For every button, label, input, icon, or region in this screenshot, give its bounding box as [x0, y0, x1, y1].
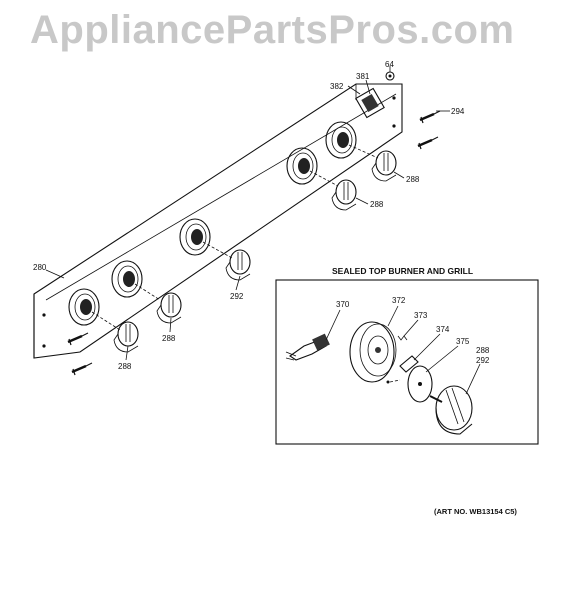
spring-clip: [397, 335, 408, 341]
burner-bezel-ring: [349, 321, 397, 383]
callout-372: 372: [392, 296, 406, 305]
large-control-knob: [429, 385, 473, 435]
knob-bezel-ring: [111, 260, 143, 298]
nameplate-badge: [355, 87, 385, 119]
callout-375: 375: [456, 337, 470, 346]
control-panel: [33, 83, 403, 359]
knob-bezel-ring: [286, 147, 318, 185]
callout-382: 382: [330, 82, 344, 91]
leader-lines: [45, 66, 450, 361]
knob-bezel-ring: [325, 121, 357, 159]
callout-280: 280: [33, 263, 47, 272]
callout-294: 294: [451, 107, 465, 116]
panel-screw: [418, 109, 442, 125]
control-knob: [225, 249, 251, 281]
callout-292-b: 292: [476, 356, 490, 365]
callout-292-a: 292: [230, 292, 244, 301]
callout-288-c: 288: [162, 334, 176, 343]
callout-288-b: 288: [370, 200, 384, 209]
callout-370: 370: [336, 300, 350, 309]
panel-screw: [70, 361, 94, 377]
callout-381: 381: [356, 72, 370, 81]
shaft-guide-lines: [91, 144, 379, 331]
art-number: (ART NO. WB13154 C5): [434, 507, 517, 516]
control-knob: [371, 150, 397, 182]
control-knob: [331, 179, 357, 211]
panel-screw: [416, 135, 440, 151]
callout-373: 373: [414, 311, 428, 320]
callout-288-a: 288: [406, 175, 420, 184]
inset-sealed-top-burner: SEALED TOP BURNER AND GRILL: [275, 266, 539, 445]
igniter-part: [285, 333, 330, 361]
knob-disk: [407, 365, 433, 403]
switch-bracket: [399, 355, 419, 373]
callout-374: 374: [436, 325, 450, 334]
knob-bezel-ring: [179, 218, 211, 256]
callout-288-e: 288: [476, 346, 490, 355]
watermark-text: AppliancePartsPros.com: [30, 8, 515, 52]
panel-screw: [66, 331, 90, 347]
knob-bezel-ring: [68, 288, 100, 326]
callout-288-d: 288: [118, 362, 132, 371]
inset-title: SEALED TOP BURNER AND GRILL: [332, 266, 473, 276]
callout-64: 64: [385, 60, 394, 69]
